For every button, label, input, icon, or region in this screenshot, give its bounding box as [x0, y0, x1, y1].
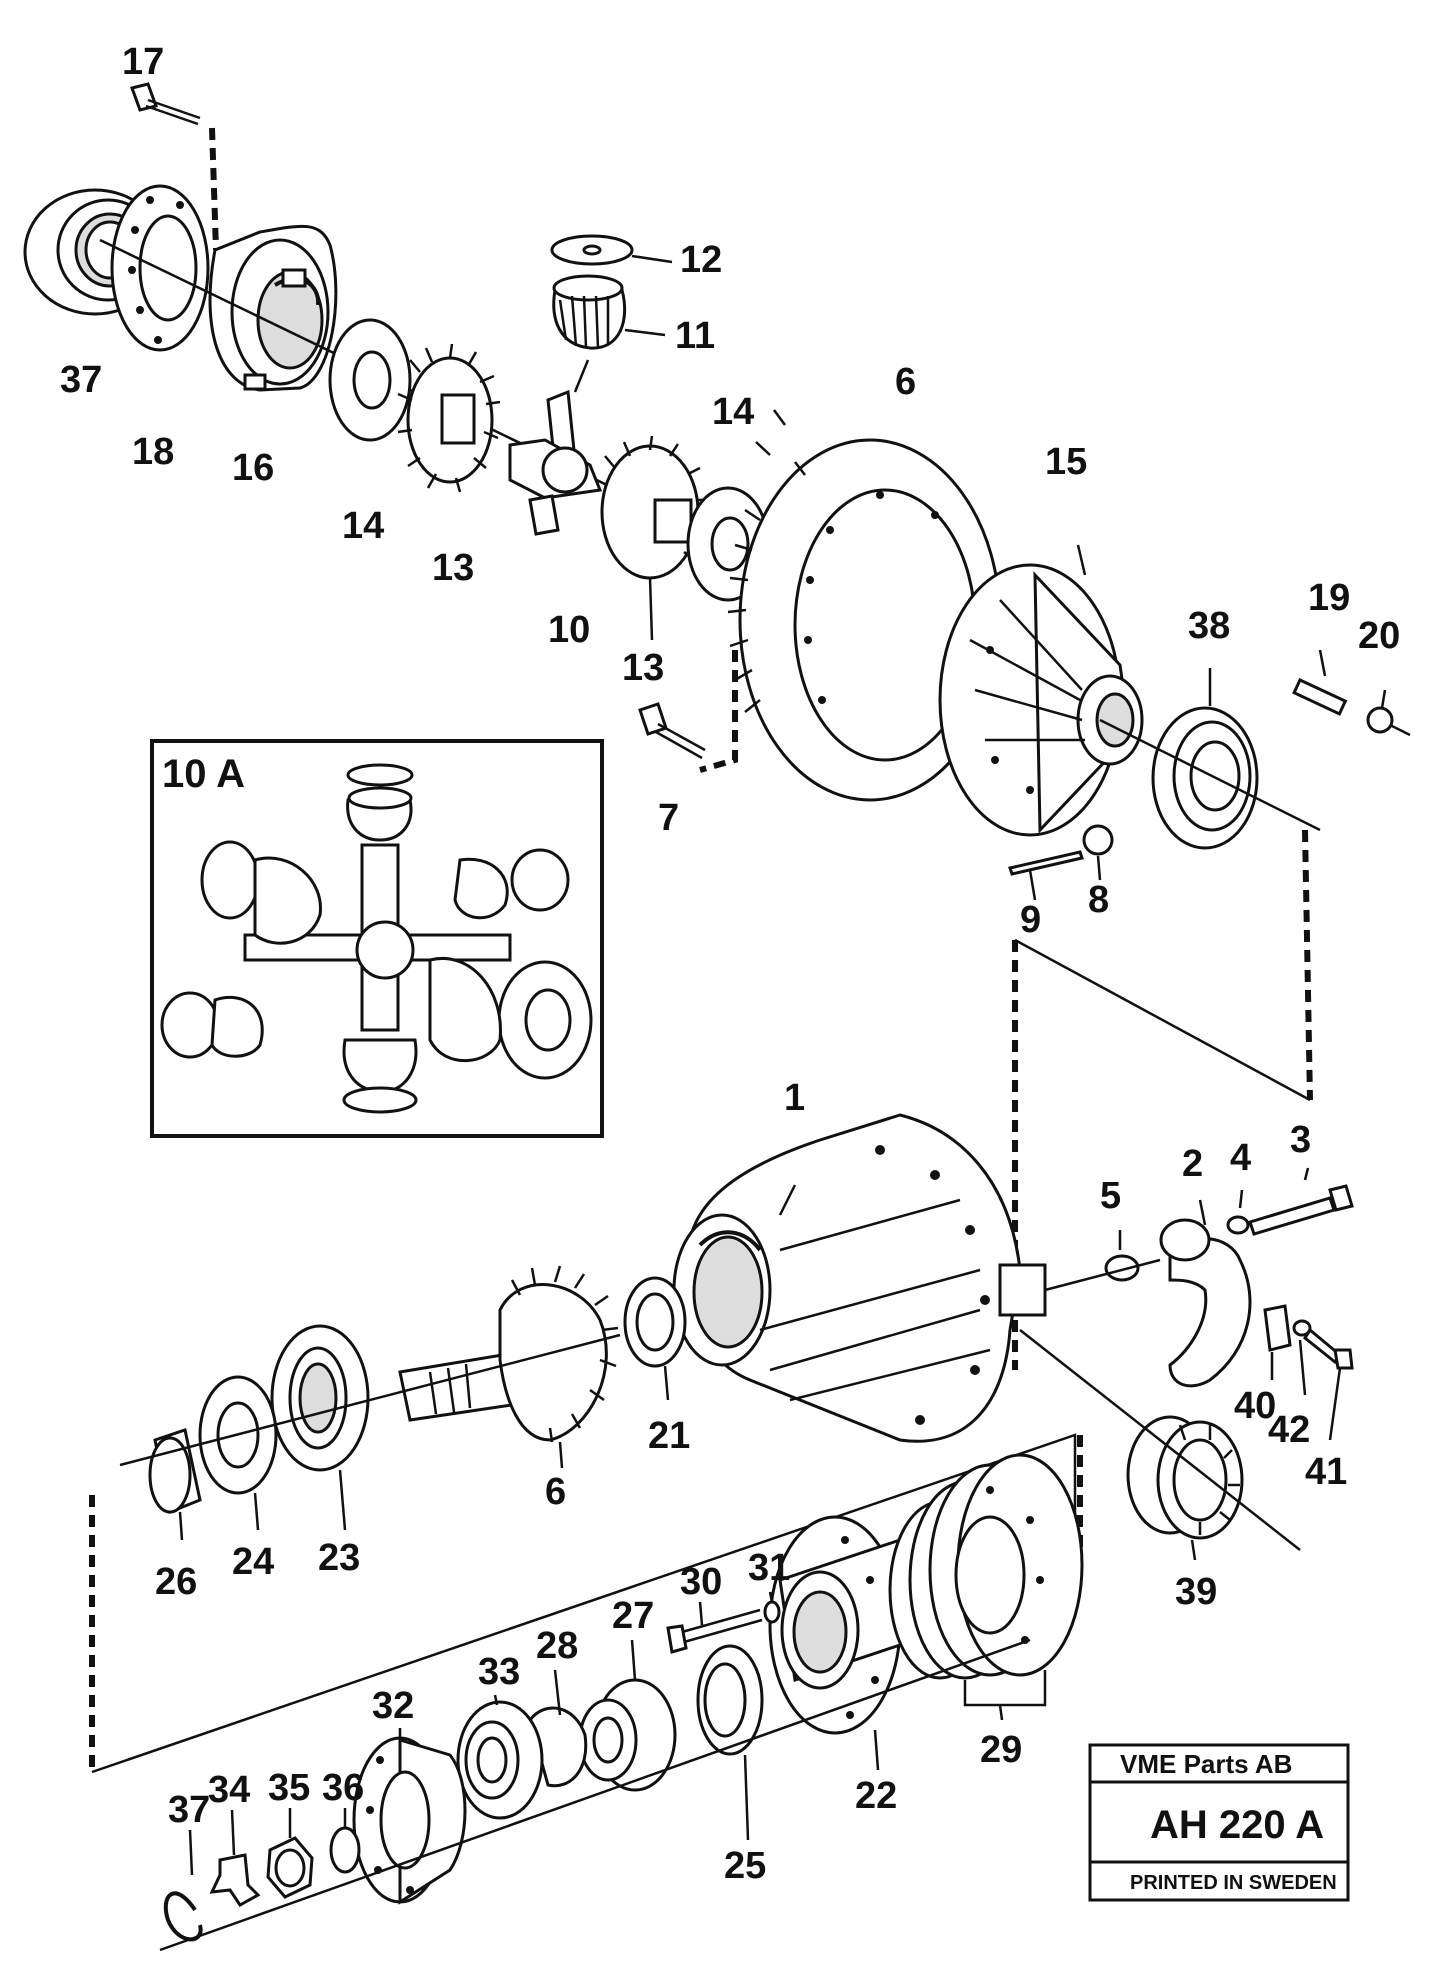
lock-washer-34	[209, 1809, 261, 1907]
callout-6-bottom: 6	[545, 1471, 566, 1513]
callout-34: 34	[208, 1769, 250, 1811]
drive-pinion-6	[398, 1265, 619, 1469]
callout-22: 22	[855, 1775, 897, 1817]
inset-10a: 10 A	[150, 739, 604, 1138]
callout-36: 36	[322, 1767, 364, 1809]
callout-25: 25	[724, 1845, 766, 1887]
cotter-pin-9	[1008, 850, 1084, 901]
callout-41: 41	[1305, 1451, 1347, 1493]
callout-5: 5	[1100, 1175, 1121, 1217]
callout-42: 42	[1268, 1409, 1310, 1451]
callout-23: 23	[318, 1537, 360, 1579]
washer-31	[763, 1591, 781, 1624]
callout-9: 9	[1020, 899, 1041, 941]
bearing-cap-2	[1159, 1199, 1252, 1388]
deflector-33	[456, 1694, 544, 1820]
spider-cross-10	[508, 359, 603, 536]
callout-20: 20	[1358, 615, 1400, 657]
bolt-7	[638, 702, 706, 760]
lock-washer-42	[1292, 1319, 1312, 1396]
adjuster-nut-39	[1019, 1329, 1301, 1561]
bolt-41	[1303, 1327, 1354, 1441]
callout-37-bottom: 37	[168, 1789, 210, 1831]
title-code: AH 220 A	[1150, 1803, 1324, 1847]
callout-27: 27	[612, 1595, 654, 1637]
callout-30: 30	[680, 1561, 722, 1603]
castle-nut-8	[1082, 824, 1114, 881]
callout-31: 31	[748, 1547, 790, 1589]
washer-4	[1226, 1189, 1250, 1235]
callout-7: 7	[658, 797, 679, 839]
bearing-25	[696, 1644, 764, 1841]
companion-flange-22	[768, 1515, 917, 1771]
callout-6-top: 6	[895, 361, 916, 403]
bearing-23	[270, 1324, 370, 1531]
callout-18: 18	[132, 431, 174, 473]
callout-3: 3	[1290, 1119, 1311, 1161]
washer-36	[329, 1808, 361, 1874]
nut-20	[1366, 689, 1411, 737]
callout-37-top: 37	[60, 359, 102, 401]
callout-35: 35	[268, 1767, 310, 1809]
callout-4: 4	[1230, 1137, 1251, 1179]
callout-39: 39	[1175, 1571, 1217, 1613]
flange-yoke-32	[352, 1728, 467, 1905]
callout-28: 28	[536, 1625, 578, 1667]
bearing-38	[1099, 668, 1321, 850]
ring-gear-6	[699, 409, 1002, 802]
callout-29: 29	[980, 1729, 1022, 1771]
callout-2: 2	[1182, 1143, 1203, 1185]
lock-plate-40	[1263, 1304, 1292, 1380]
housing-half-16	[208, 224, 338, 392]
callout-12: 12	[680, 239, 722, 281]
callout-32: 32	[372, 1685, 414, 1727]
callout-13-left: 13	[432, 547, 474, 589]
callout-24: 24	[232, 1541, 274, 1583]
title-block: VME Parts AB AH 220 A PRINTED IN SWEDEN	[1088, 1743, 1350, 1902]
callout-10: 10	[548, 609, 590, 651]
side-gear-13-right	[600, 435, 712, 641]
callout-16: 16	[232, 447, 274, 489]
shim-24	[198, 1375, 278, 1531]
stud-19	[1292, 649, 1348, 716]
bolt-17	[130, 82, 219, 251]
thrust-washer-14-left	[328, 318, 412, 442]
bolt-3	[1248, 1167, 1354, 1236]
dust-cover-28	[528, 1669, 588, 1788]
diff-case-15	[938, 544, 1144, 837]
callout-14-right: 14	[712, 391, 754, 433]
washer-12	[550, 234, 673, 266]
callout-8: 8	[1088, 879, 1109, 921]
callout-26: 26	[155, 1561, 197, 1603]
callout-19: 19	[1308, 577, 1350, 619]
callout-17: 17	[122, 41, 164, 83]
callout-40: 40	[1234, 1385, 1276, 1427]
callout-15: 15	[1045, 441, 1087, 483]
callout-33: 33	[478, 1651, 520, 1693]
sleeve-5	[1044, 1230, 1161, 1292]
callout-21: 21	[648, 1415, 690, 1457]
spacer-26	[148, 1428, 202, 1541]
bearing-21	[623, 1276, 687, 1401]
callout-11: 11	[675, 315, 715, 357]
pinion-gear-11	[552, 274, 666, 350]
title-company: VME Parts AB	[1120, 1749, 1292, 1779]
carrier-housing-1	[672, 1113, 1047, 1443]
side-gear-13-left	[397, 343, 501, 493]
callout-38: 38	[1188, 605, 1230, 647]
callout-14-left: 14	[342, 505, 384, 547]
callout-1: 1	[784, 1077, 805, 1119]
circlip-37-bottom	[163, 1829, 203, 1942]
title-footer: PRINTED IN SWEDEN	[1130, 1872, 1337, 1894]
bolt-30	[666, 1601, 763, 1654]
nut-35	[266, 1808, 314, 1899]
seal-27	[578, 1639, 677, 1792]
shim-pack-29	[888, 1453, 1084, 1721]
inset-title: 10 A	[162, 752, 245, 796]
callout-13-right: 13	[622, 647, 664, 689]
